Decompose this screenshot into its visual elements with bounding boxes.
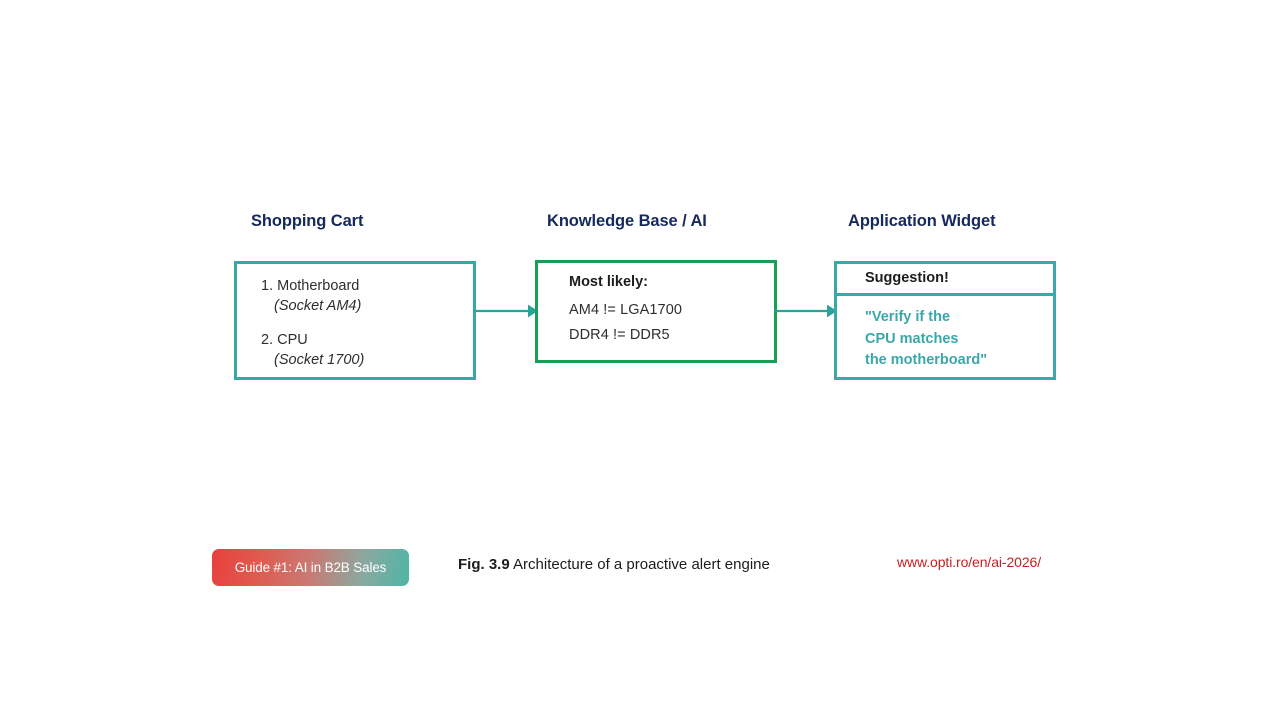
figure-caption-text: Architecture of a proactive alert engine [509, 556, 770, 573]
cart-item-detail: (Socket AM4) [274, 298, 362, 314]
guide-badge-label: Guide #1: AI in B2B Sales [234, 560, 387, 575]
cart-item-list: 1. Motherboard (Socket AM4) 2. CPU (Sock… [261, 276, 364, 370]
widget-header-label: Suggestion! [865, 270, 949, 286]
cart-item-name: 1. Motherboard [261, 278, 360, 294]
suggestion-line: CPU matches [865, 330, 959, 347]
suggestion-line: "Verify if the [865, 309, 951, 325]
knowledge-base-content: Most likely: AM4 != LGA1700 DDR4 != DDR5 [569, 274, 682, 343]
shopping-cart-box: 1. Motherboard (Socket AM4) 2. CPU (Sock… [234, 261, 476, 380]
column-title-knowledge-base: Knowledge Base / AI [547, 212, 707, 230]
column-title-application-widget: Application Widget [848, 212, 996, 230]
cart-item-detail: (Socket 1700) [274, 352, 365, 368]
column-title-shopping-cart: Shopping Cart [251, 212, 364, 230]
list-item: 2. CPU (Socket 1700) [261, 330, 364, 370]
cart-item-name: 2. CPU [261, 332, 308, 348]
suggestion-line: the motherboard" [865, 352, 988, 368]
knowledge-base-box: Most likely: AM4 != LGA1700 DDR4 != DDR5 [535, 260, 777, 363]
arrow-right-icon [775, 300, 841, 327]
figure-number: Fig. 3.9 [458, 556, 510, 573]
widget-suggestion-message: "Verify if the CPU matches the motherboa… [865, 307, 987, 372]
widget-header: Suggestion! [837, 264, 1053, 296]
arrow-right-icon [474, 300, 540, 327]
kb-heading: Most likely: [569, 274, 648, 290]
source-url-link[interactable]: www.opti.ro/en/ai-2026/ [897, 554, 1042, 570]
figure-caption: Fig. 3.9 Architecture of a proactive ale… [458, 556, 770, 573]
guide-badge: Guide #1: AI in B2B Sales [212, 549, 409, 586]
list-item: 1. Motherboard (Socket AM4) [261, 276, 364, 316]
kb-rule-line: AM4 != LGA1700 [569, 302, 683, 318]
application-widget-box: Suggestion! "Verify if the CPU matches t… [834, 261, 1056, 380]
kb-rule-line: DDR4 != DDR5 [569, 327, 670, 343]
